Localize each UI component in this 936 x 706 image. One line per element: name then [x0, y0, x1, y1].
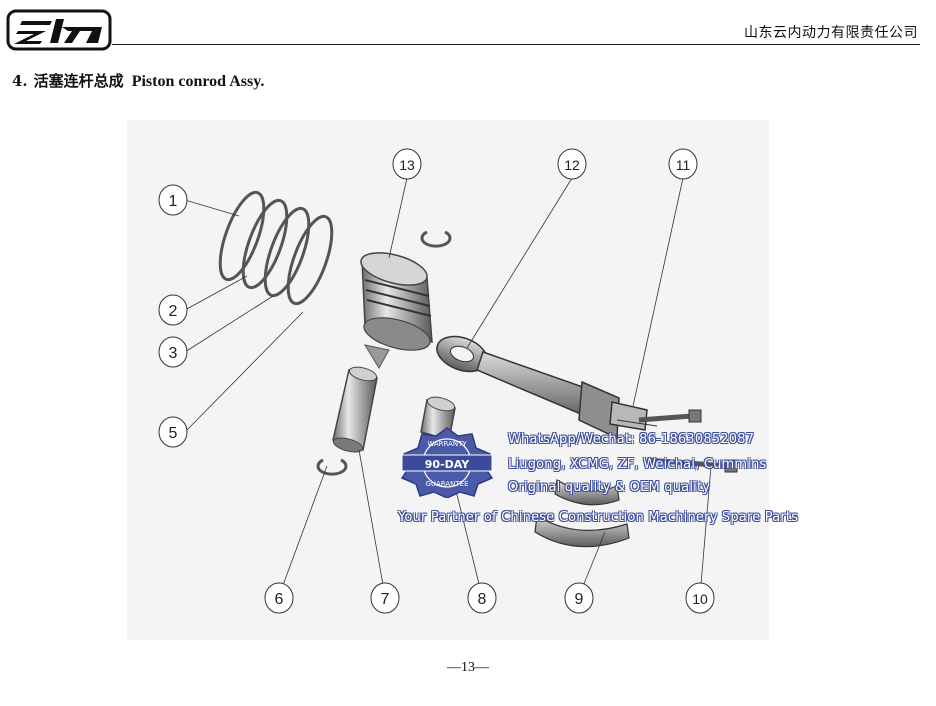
ring-3	[263, 206, 311, 298]
ring-1	[218, 190, 266, 282]
connecting-rod	[436, 335, 658, 440]
header-rule	[112, 44, 920, 45]
page-number: —13—	[447, 660, 489, 675]
badge-top-text: WARRANTY	[427, 440, 467, 448]
callout-label: 12	[564, 157, 580, 173]
callout-label: 13	[399, 157, 415, 173]
ring-2	[241, 198, 289, 290]
callout-1	[158, 184, 188, 216]
callout-3	[158, 336, 188, 368]
company-name: 山东云内动力有限责任公司	[744, 25, 918, 41]
bearing-shells	[534, 479, 630, 548]
callout-circles	[158, 148, 715, 614]
callout-10	[685, 582, 715, 614]
callout-12	[557, 148, 587, 180]
snap-ring-6	[316, 458, 348, 476]
callout-9	[564, 582, 594, 614]
callout-13	[392, 148, 422, 180]
section-number: 4.	[12, 72, 28, 90]
rod-bolts	[638, 409, 738, 473]
badge-bottom-text: GUARANTEE	[425, 480, 468, 488]
callout-label: 9	[575, 591, 584, 608]
section-title-cn: 活塞连杆总成	[33, 72, 124, 90]
watermark-tagline: Your Partner of Chinese Construction Mac…	[398, 510, 799, 525]
section-title: 4. 活塞连杆总成 Piston conrod Assy.	[12, 70, 264, 91]
ring-5	[286, 214, 334, 306]
diagram-svg: 1 2 3 5 6 7 8 9 10 11 12 13	[158, 148, 738, 614]
watermark-contact: WhatsApp/Wechat: 86-18630852087	[508, 432, 755, 447]
watermark-brands: Liugong, XCMG, ZF, Weichai, Cummins	[508, 457, 767, 472]
piston	[360, 252, 433, 369]
leader-lines	[184, 177, 712, 597]
callout-7	[370, 582, 400, 614]
callout-6	[264, 582, 294, 614]
section-title-en: Piston conrod Assy.	[131, 73, 265, 90]
callout-label: 10	[692, 591, 708, 607]
callout-label: 11	[676, 157, 691, 173]
callout-label: 2	[169, 303, 178, 320]
callout-8	[467, 582, 497, 614]
callout-label: 5	[169, 425, 178, 442]
callout-label: 3	[169, 345, 178, 362]
watermark-quality: Original quality & OEM quality	[508, 480, 711, 495]
callout-label: 7	[381, 591, 390, 608]
callout-label: 1	[169, 193, 178, 210]
callout-2	[158, 294, 188, 326]
snap-rings	[316, 230, 452, 476]
warranty-badge: WARRANTY 90-DAY GUARANTEE	[400, 427, 494, 498]
exploded-diagram: 1 2 3 5 6 7 8 9 10 11 12 13	[127, 120, 769, 640]
snap-ring-top	[420, 230, 452, 248]
callout-5	[158, 416, 188, 448]
piston-rings	[218, 190, 334, 306]
callout-label: 6	[275, 591, 284, 608]
piston-pin	[332, 366, 378, 453]
callout-11	[668, 148, 698, 180]
company-logo	[6, 9, 112, 51]
badge-mid-text: 90-DAY	[425, 458, 470, 471]
callout-label: 8	[478, 591, 487, 608]
